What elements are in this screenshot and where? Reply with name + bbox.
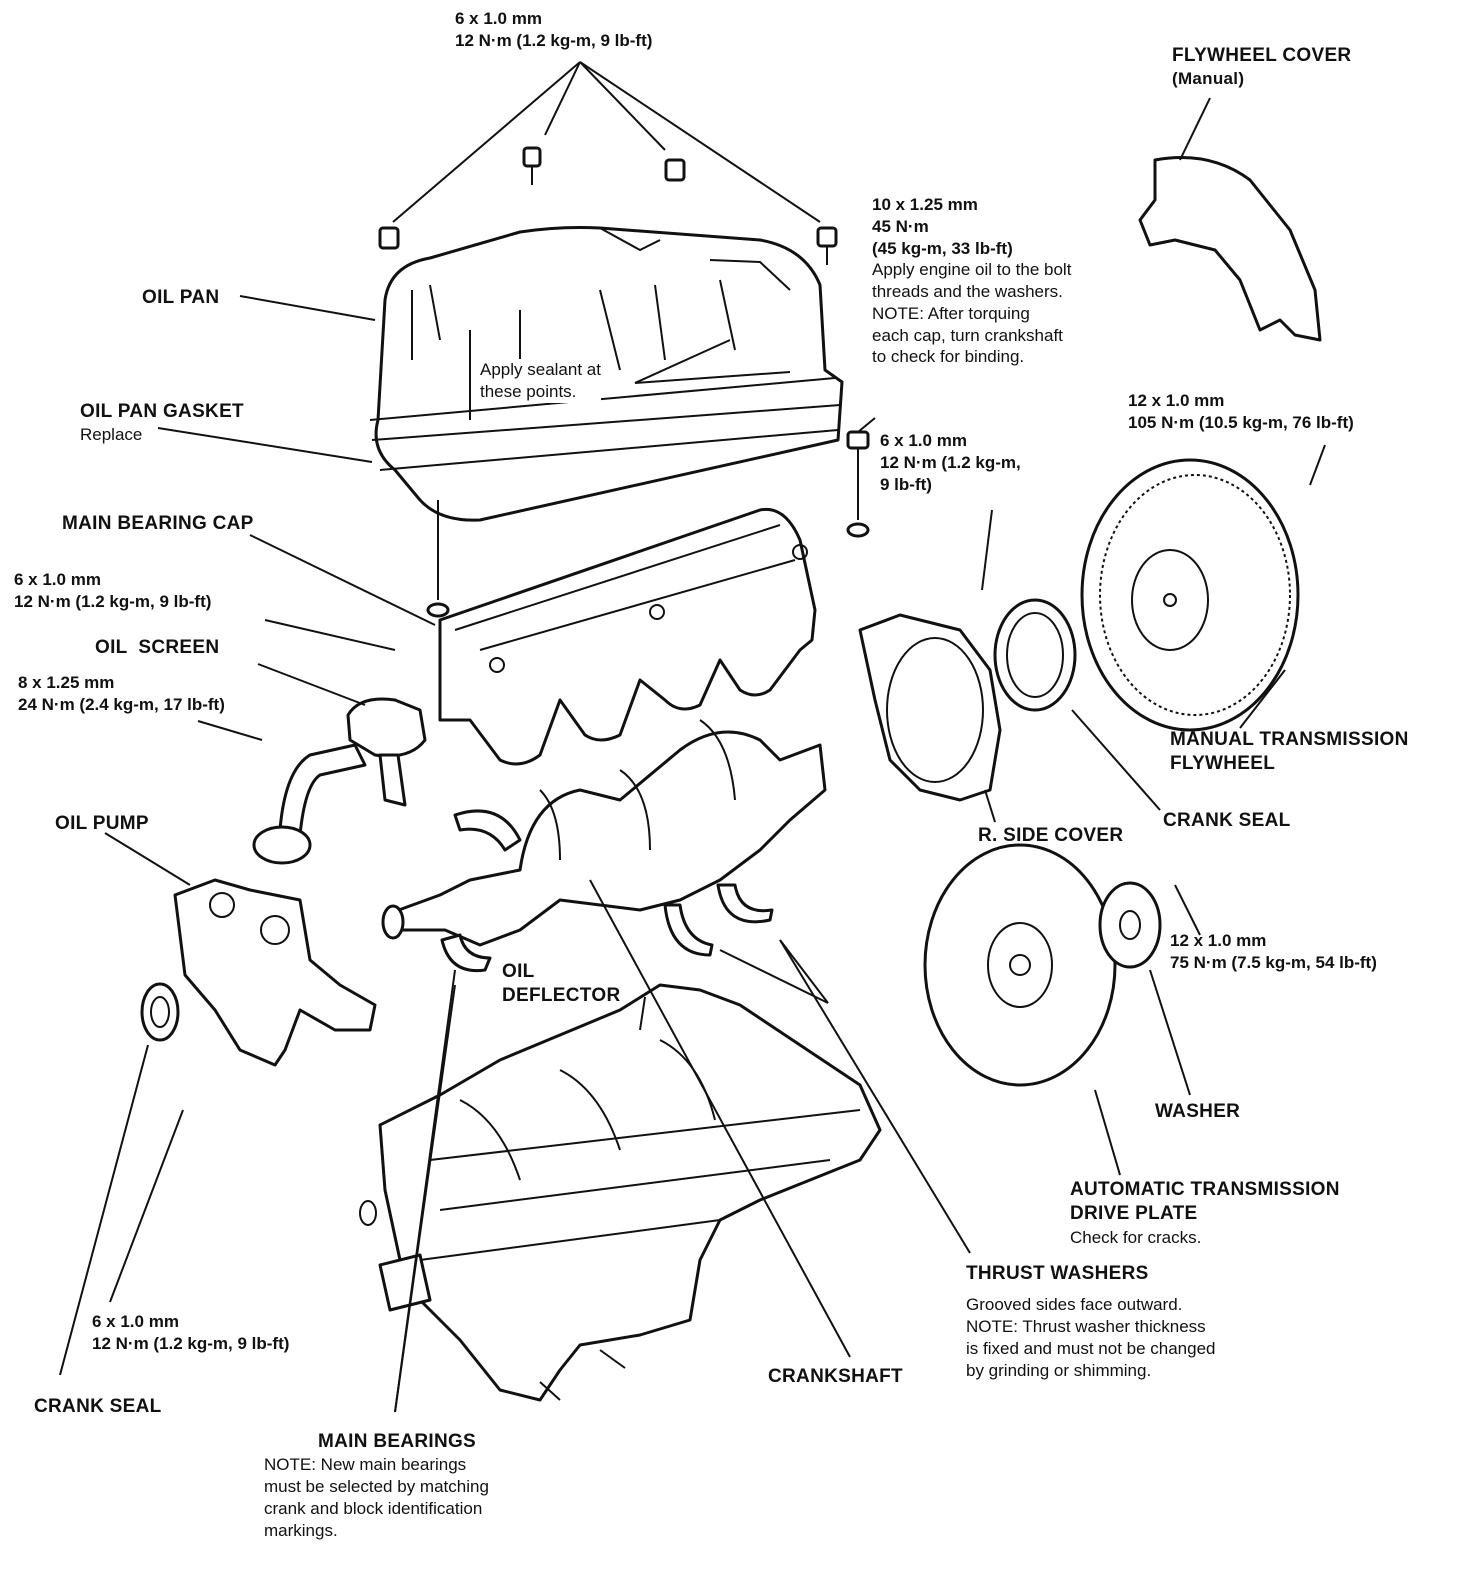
washer-label: WASHER [1155,1101,1241,1122]
oil-deflector-line2: DEFLECTOR [502,985,621,1007]
manual-flywheel-label: MANUAL TRANSMISSION FLYWHEEL [1170,728,1409,777]
main-cap-bolt-note2: threads and the washers. [872,282,1063,301]
pump-bolt-torque: 12 N·m (1.2 kg-m, 9 lb-ft) [92,1333,290,1353]
r-side-cover-label: R. SIDE COVER [978,825,1124,846]
oil-pan-gasket-title: OIL PAN GASKET [80,401,244,422]
oil-deflector-line1: OIL [502,961,535,982]
thrust-washers-title: THRUST WASHERS [966,1263,1149,1284]
oil-pan-bolts-illustration [378,146,838,265]
screen-nut-size: 8 x 1.25 mm [18,673,115,692]
flywheel-cover-label: FLYWHEEL COVER (Manual) [1172,44,1351,90]
screen-bolt-spec: 6 x 1.0 mm 12 N·m (1.2 kg-m, 9 lb-ft) [14,569,211,613]
drive-plate-bolt-torque: 75 N·m (7.5 kg-m, 54 lb-ft) [1170,952,1377,972]
flywheel-cover-sub: (Manual) [1172,69,1245,89]
main-bearing-cap-label: MAIN BEARING CAP [62,513,254,534]
sealant-note-line2: these points. [480,381,577,401]
main-cap-bolt-spec: 10 x 1.25 mm 45 N·m (45 kg-m, 33 lb-ft) … [872,194,1071,368]
main-bearings-label: MAIN BEARINGS NOTE: New main bearings mu… [264,1430,489,1541]
main-cap-bolt-size: 10 x 1.25 mm [872,195,978,214]
main-cap-bolt-note4: each cap, turn crankshaft [872,325,1063,345]
side-cover-bolt-torque: 12 N·m (1.2 kg-m, [880,452,1021,472]
drive-plate-bolt-spec: 12 x 1.0 mm 75 N·m (7.5 kg-m, 54 lb-ft) [1170,930,1377,974]
main-cap-bolt-note5: to check for binding. [872,347,1025,367]
drive-plate-bolt-size: 12 x 1.0 mm [1170,931,1267,950]
flywheel-cover-illustration [1138,156,1322,342]
main-bearings-note2: must be selected by matching [264,1477,489,1497]
main-cap-bolt-torque: 45 N·m [872,216,929,236]
drive-plate-illustration [923,843,1117,1087]
drive-plate-sub: Check for cracks. [1070,1227,1202,1247]
engine-block-illustration [359,983,882,1402]
main-bearing-cap-illustration [438,507,817,766]
sealant-note: Apply sealant at these points. [480,359,601,403]
oil-pan-gasket-label: OIL PAN GASKET Replace [80,400,244,446]
crankshaft-label: CRANKSHAFT [768,1366,903,1387]
screen-bolt-torque: 12 N·m (1.2 kg-m, 9 lb-ft) [14,591,212,611]
manual-flywheel-line1: MANUAL TRANSMISSION [1170,729,1409,750]
main-bearings-title: MAIN BEARINGS [318,1431,477,1452]
drive-plate-label: AUTOMATIC TRANSMISSION DRIVE PLATE Check… [1070,1178,1340,1248]
crankshaft-illustration [381,719,827,947]
screen-nut-torque: 24 N·m (2.4 kg-m, 17 lb-ft) [18,694,225,714]
pump-bolt-size: 6 x 1.0 mm [92,1312,179,1331]
top-bolt-spec: 6 x 1.0 mm 12 N·m (1.2 kg-m, 9 lb-ft) [455,8,652,52]
flywheel-bolt-torque: 105 N·m (10.5 kg-m, 76 lb-ft) [1128,412,1354,432]
manual-flywheel-illustration [1080,458,1300,732]
bearings-illustration [440,809,774,973]
flywheel-bolt-size: 12 x 1.0 mm [1128,391,1225,410]
oil-pan-gasket-sub: Replace [80,425,143,445]
main-cap-bolt-note3: NOTE: After torquing [872,303,1030,323]
oil-pan-illustration [369,226,844,522]
oil-pump-illustration [140,878,377,1067]
main-bearings-note4: markings. [264,1520,338,1540]
leader-lines [59,61,1326,1413]
manual-flywheel-line2: FLYWHEEL [1170,753,1276,775]
main-cap-bolt-note1: Apply engine oil to the bolt [872,260,1072,280]
washer-illustration [1098,881,1162,969]
oil-pan-label: OIL PAN [142,287,220,308]
side-cover-bolt-size: 6 x 1.0 mm [880,431,967,450]
flywheel-bolt-spec: 12 x 1.0 mm 105 N·m (10.5 kg-m, 76 lb-ft… [1128,390,1354,434]
drive-plate-line1: AUTOMATIC TRANSMISSION [1070,1179,1340,1200]
flywheel-cover-title: FLYWHEEL COVER [1172,45,1352,66]
oil-deflector-label: OIL DEFLECTOR [502,960,620,1009]
thrust-washers-note2: NOTE: Thrust washer thickness [966,1317,1206,1337]
right-side-cover-illustration [858,613,1002,802]
thrust-washers-label: THRUST WASHERS Grooved sides face outwar… [966,1262,1216,1381]
main-bearings-note3: crank and block identification [264,1498,483,1518]
crank-seal-left-label: CRANK SEAL [34,1396,162,1417]
thrust-washers-note4: by grinding or shimming. [966,1360,1152,1380]
sealant-note-line1: Apply sealant at [480,360,601,379]
side-cover-bolt-torque-alt: 9 lb-ft) [880,474,932,494]
oil-screen-label: OIL SCREEN [95,637,220,658]
main-cap-bolt-torque-alt: (45 kg-m, 33 lb-ft) [872,238,1013,258]
screen-nut-spec: 8 x 1.25 mm 24 N·m (2.4 kg-m, 17 lb-ft) [18,672,225,716]
main-bearings-note1: NOTE: New main bearings [264,1455,467,1475]
thrust-washers-note1: Grooved sides face outward. [966,1295,1183,1315]
crank-seal-right-label: CRANK SEAL [1163,810,1291,831]
crank-seal-right-illustration [993,598,1077,712]
top-bolt-size: 6 x 1.0 mm [455,9,542,28]
top-bolt-torque: 12 N·m (1.2 kg-m, 9 lb-ft) [455,30,653,50]
pump-bolt-spec: 6 x 1.0 mm 12 N·m (1.2 kg-m, 9 lb-ft) [92,1311,289,1355]
main-cap-bolts-illustration [426,430,870,618]
oil-pump-label: OIL PUMP [55,813,149,834]
thrust-washers-note3: is fixed and must not be changed [966,1338,1216,1358]
drive-plate-line2: DRIVE PLATE [1070,1203,1198,1225]
oil-screen-illustration [252,697,427,865]
side-cover-bolt-spec: 6 x 1.0 mm 12 N·m (1.2 kg-m, 9 lb-ft) [880,430,1021,495]
screen-bolt-size: 6 x 1.0 mm [14,570,101,589]
